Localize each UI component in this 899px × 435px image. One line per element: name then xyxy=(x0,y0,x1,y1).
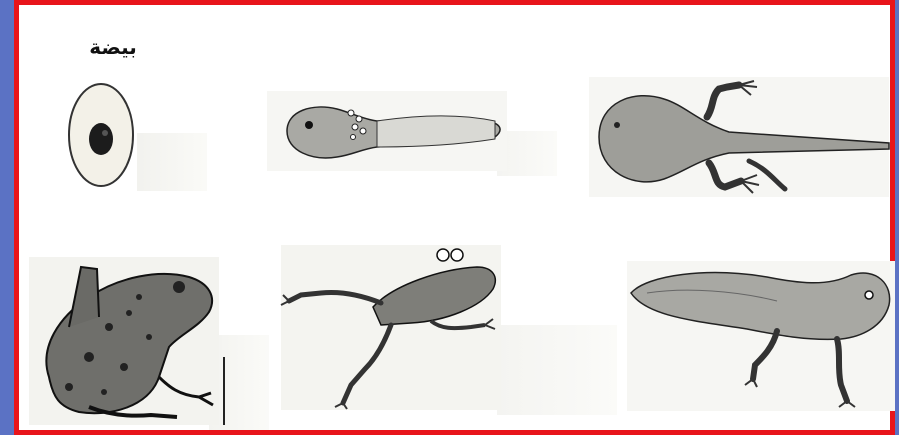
frog-edge-line xyxy=(223,357,225,425)
adult-frog-image xyxy=(29,257,219,425)
early-tadpole-image xyxy=(267,91,507,171)
tadpole-hind-legs-image xyxy=(627,261,895,411)
stage-tadpole-hind-legs xyxy=(627,261,895,411)
stage-early-tadpole xyxy=(267,91,507,171)
diagram-frame: بيضة xyxy=(14,0,895,435)
egg-label: بيضة xyxy=(83,35,143,59)
egg-shadow xyxy=(137,133,207,191)
egg-image xyxy=(67,81,137,191)
stage-egg xyxy=(67,81,137,191)
stage-froglet xyxy=(281,245,501,410)
stage-adult-frog xyxy=(29,257,219,425)
froglet-shadow xyxy=(497,325,617,415)
froglet-image xyxy=(281,245,501,410)
stage-tadpole-with-legs xyxy=(589,77,889,197)
tadpole-with-legs-image xyxy=(589,77,889,197)
